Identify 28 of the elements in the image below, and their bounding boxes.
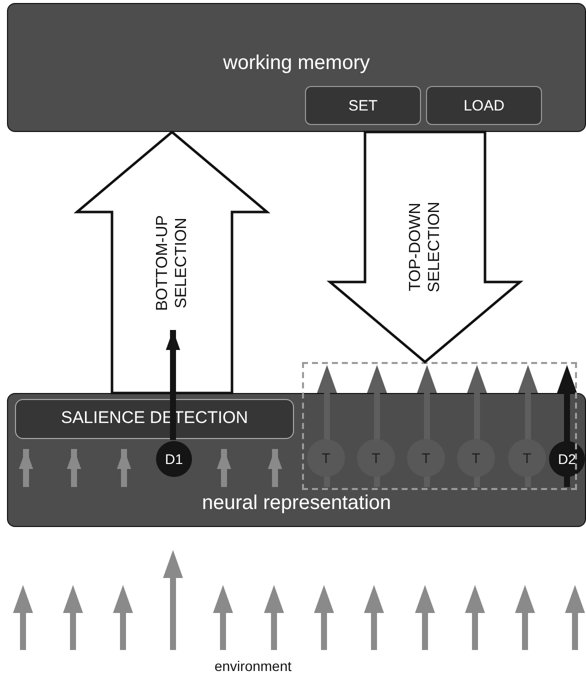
memory-panel	[7, 3, 586, 132]
arrow	[268, 449, 282, 487]
block-arrow	[74, 130, 270, 394]
memory-command-box	[426, 86, 542, 125]
edge-label: BOTTOM-UP SELECTION	[153, 214, 191, 312]
node-label: working memory	[223, 52, 370, 75]
arrow	[166, 330, 180, 440]
node-label: T	[522, 450, 532, 466]
node-label: D2	[558, 451, 576, 467]
node-label: SET	[348, 97, 378, 114]
node-label: T	[372, 450, 380, 466]
arrow	[216, 449, 232, 487]
arrow	[116, 449, 132, 487]
node-label: SALIENCE DETECTION	[60, 408, 248, 428]
memory-command-box	[305, 86, 421, 125]
detector-box	[15, 399, 294, 439]
edge-label: TOP-DOWN SELECTION	[406, 200, 444, 294]
node-label: D1	[165, 451, 183, 467]
node-label: neural representation	[202, 492, 391, 515]
caption-text: environment	[214, 658, 292, 674]
node-label: LOAD	[464, 97, 504, 114]
arrow	[18, 449, 34, 487]
distractor-circle	[156, 441, 192, 477]
arrow	[66, 449, 82, 487]
node-label: T	[472, 450, 480, 466]
node-label: T	[322, 450, 330, 466]
block-arrow	[326, 130, 524, 364]
node-label: T	[422, 450, 430, 466]
